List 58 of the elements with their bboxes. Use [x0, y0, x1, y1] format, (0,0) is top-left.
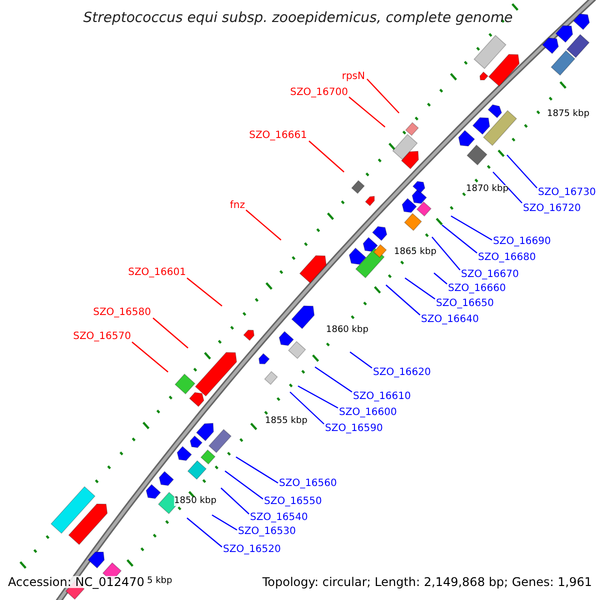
gene-label: SZO_16620	[373, 368, 431, 378]
scale-label: 5 kbp	[147, 576, 172, 586]
gene-label: SZO_16560	[279, 479, 337, 489]
gene-label: SZO_16580	[93, 308, 151, 318]
gene-label: SZO_16590	[325, 424, 383, 434]
leader-line	[308, 140, 344, 172]
gene-label: SZO_16640	[421, 315, 479, 325]
gene-label: SZO_16610	[353, 392, 411, 402]
scale-label: 1875 kbp	[547, 110, 590, 118]
leader-line	[298, 385, 338, 409]
gene-label: SZO_16680	[478, 253, 536, 263]
leader-line	[366, 78, 400, 114]
gene-label: SZO_16601	[128, 268, 186, 278]
gene-label: SZO_16550	[264, 497, 322, 507]
leader-line	[492, 172, 522, 204]
leader-line	[442, 224, 478, 254]
leader-line	[314, 366, 352, 392]
map-title: Streptococcus equi subsp. zooepidemicus, complete genome	[83, 11, 513, 25]
leader-line	[450, 215, 492, 241]
leader-line	[132, 342, 168, 372]
leader-line	[236, 456, 278, 484]
gene-label: SZO_16530	[238, 527, 296, 537]
gene-label: SZO_16661	[249, 131, 307, 141]
gene-label: SZO_16600	[339, 408, 397, 418]
leader-line	[186, 518, 222, 548]
scale-label: 1870 kbp	[466, 184, 508, 194]
leader-line	[152, 318, 188, 348]
leader-line	[506, 154, 538, 188]
leader-line	[386, 284, 420, 316]
gene-label: fnz	[230, 201, 245, 211]
gene-label: SZO_16540	[250, 513, 308, 523]
gene-label: SZO_16720	[523, 204, 581, 214]
scale-label: 1855 kbp	[265, 416, 308, 426]
gene-label: SZO_16520	[223, 545, 281, 555]
scale-label: 1850 kbp	[174, 496, 216, 506]
scale-label: 1860 kbp	[326, 326, 368, 334]
leader-line	[186, 278, 222, 306]
genome-stats-label: Topology: circular; Length: 2,149,868 bp; Genes: 1,961	[262, 576, 592, 588]
gene-label: rpsN	[342, 72, 365, 82]
gene-label: SZO_16690	[493, 237, 551, 247]
leader-line	[434, 272, 448, 284]
gene-label: SZO_16670	[461, 270, 519, 280]
leader-line	[348, 96, 386, 128]
gene-label: SZO_16700	[290, 88, 348, 98]
gene-label: SZO_16660	[448, 284, 506, 294]
leader-line	[212, 514, 238, 531]
leader-line	[290, 392, 324, 424]
gene-label: SZO_16570	[73, 332, 131, 342]
leader-line	[224, 470, 264, 500]
leader-line	[220, 488, 250, 514]
leader-line	[350, 352, 372, 368]
leader-line	[404, 278, 436, 300]
accession-label: Accession: NC_012470	[8, 576, 144, 588]
scale-label: 1865 kbp	[394, 248, 436, 256]
leader-line	[246, 210, 282, 240]
leader-line	[432, 236, 460, 270]
gene-label: SZO_16730	[538, 188, 596, 198]
gene-label: SZO_16650	[436, 299, 494, 309]
